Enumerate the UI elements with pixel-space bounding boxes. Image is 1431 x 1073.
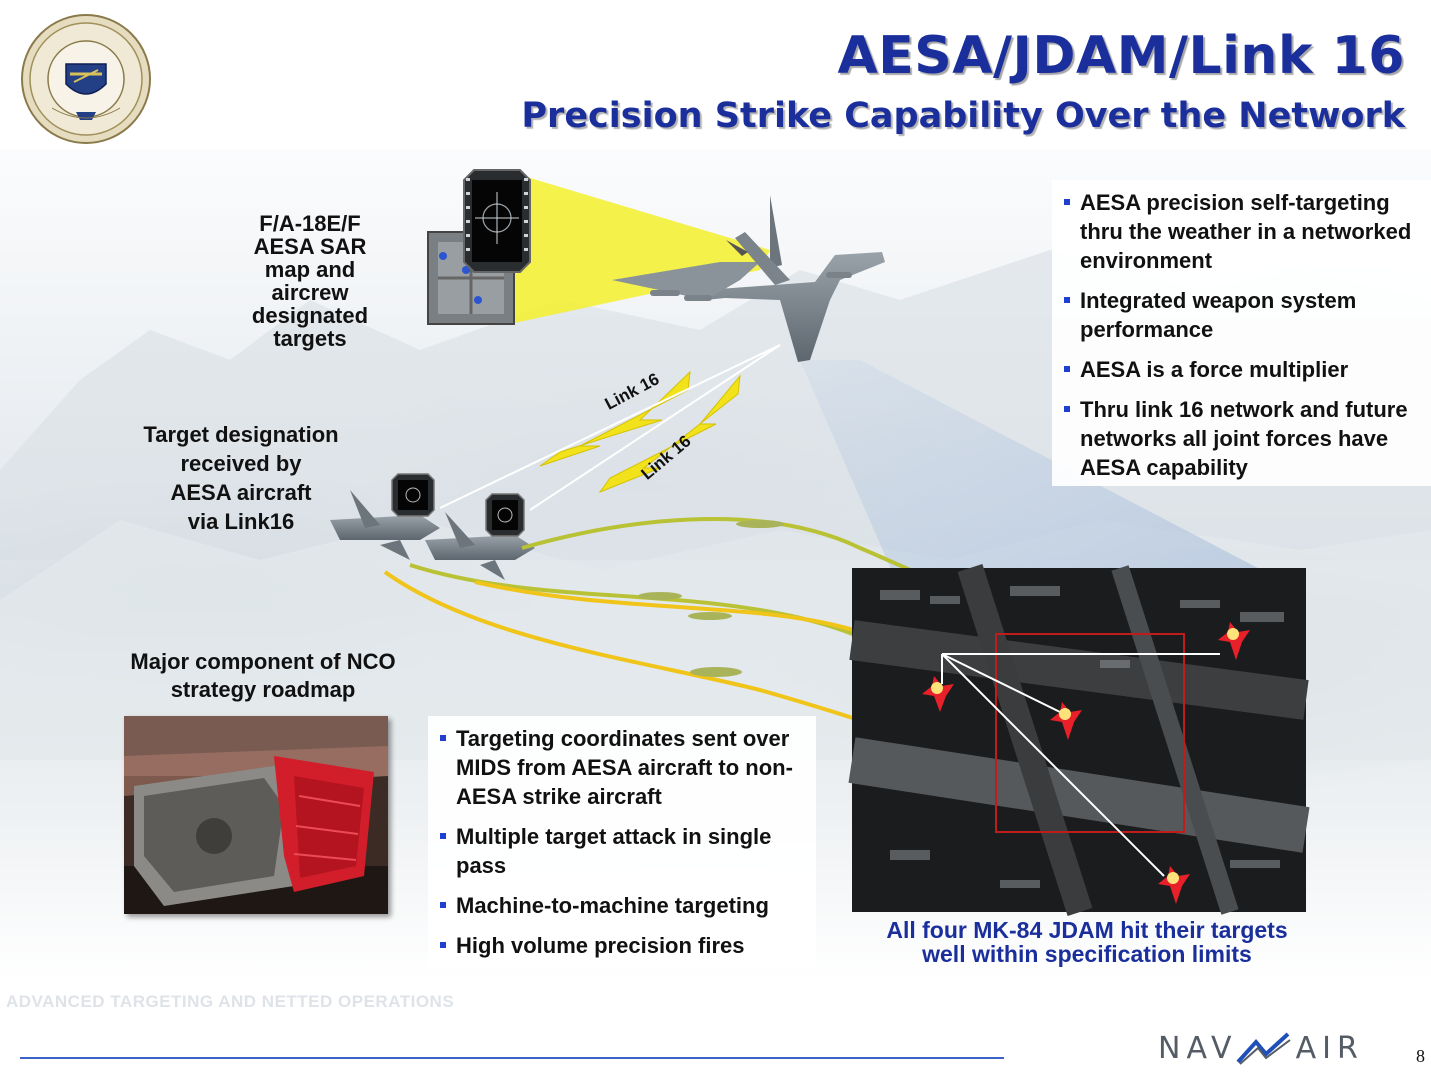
right-bullet-panel: AESA precision self-targeting thru the w… [1052, 180, 1431, 486]
label-line: F/A-18E/F [259, 211, 361, 236]
right-bullet-list: AESA precision self-targeting thru the w… [1064, 188, 1421, 482]
radar-display-jet1 [391, 473, 435, 517]
navair-logo: NAV AIR [1158, 1028, 1398, 1068]
bullet-item: AESA is a force multiplier [1064, 355, 1421, 384]
navy-seal-emblem [21, 14, 151, 144]
bullet-item: Integrated weapon system performance [1064, 286, 1421, 344]
aesa-antenna-image [124, 716, 388, 914]
label-line: targets [273, 326, 347, 351]
bullet-item: Multiple target attack in single pass [440, 822, 806, 880]
label-line: AESA aircraft [170, 480, 312, 505]
sar-map-label: F/A-18E/F AESA SAR map and aircrew desig… [226, 212, 394, 350]
receiving-aircraft-2 [425, 512, 535, 580]
slide-title: AESA/JDAM/Link 16 [837, 26, 1405, 86]
center-bullet-list: Targeting coordinates sent over MIDS fro… [440, 724, 806, 960]
image-caption: All four MK-84 JDAM hit their targets we… [852, 918, 1322, 966]
target-designation-label: Target designation received by AESA airc… [110, 420, 372, 536]
footer-rule [20, 1057, 1004, 1059]
logo-text-left: NAV [1158, 1030, 1238, 1066]
label-line: designated [251, 303, 369, 328]
label-line: received by [180, 451, 302, 476]
nco-label: Major component of NCO strategy roadmap [108, 648, 418, 704]
caption-line: All four MK-84 JDAM hit their targets [886, 917, 1288, 943]
label-line: map and [264, 257, 356, 282]
sar-display-primary [463, 169, 531, 273]
impact-markers [922, 622, 1250, 904]
caption-line: well within specification limits [922, 941, 1252, 967]
center-bullet-panel: Targeting coordinates sent over MIDS fro… [428, 716, 816, 968]
label-line: Target designation [143, 422, 339, 447]
bullet-item: Thru link 16 network and future networks… [1064, 395, 1421, 482]
label-line: aircrew [271, 280, 349, 305]
slide-subtitle: Precision Strike Capability Over the Net… [521, 96, 1405, 136]
label-line: via Link16 [187, 509, 295, 534]
bullet-item: High volume precision fires [440, 931, 806, 960]
sar-result-image [848, 564, 1310, 916]
label-line: strategy roadmap [170, 677, 356, 702]
receiving-aircraft-1 [330, 490, 440, 560]
bullet-item: Targeting coordinates sent over MIDS fro… [440, 724, 806, 811]
sar-beam [505, 175, 770, 325]
label-line: AESA SAR [253, 234, 367, 259]
footer-watermark: ADVANCED TARGETING AND NETTED OPERATIONS [6, 992, 455, 1011]
bullet-item: Machine-to-machine targeting [440, 891, 806, 920]
aesa-antenna-photo [124, 716, 388, 914]
main-aircraft [612, 195, 885, 362]
logo-text-right: AIR [1295, 1030, 1364, 1066]
label-line: Major component of NCO [130, 649, 396, 674]
navair-wing-icon [1236, 1032, 1291, 1065]
link16-bolt-a [539, 370, 691, 467]
page-number: 8 [1416, 1046, 1425, 1066]
radar-beam [800, 360, 1300, 590]
bullet-item: AESA precision self-targeting thru the w… [1064, 188, 1421, 275]
radar-display-jet2 [485, 493, 525, 537]
link16-bolt-b [598, 374, 741, 494]
